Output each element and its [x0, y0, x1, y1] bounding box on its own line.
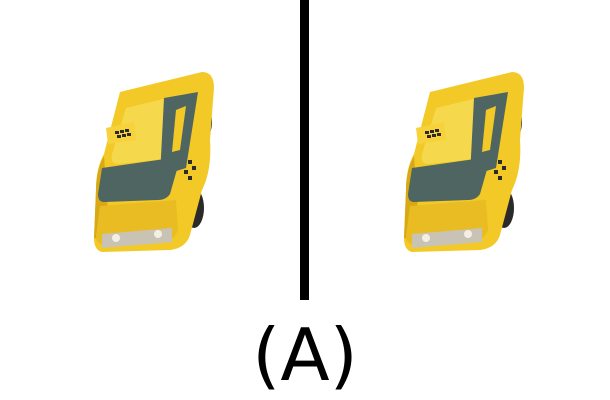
- taxi-car-icon-right: [404, 72, 524, 252]
- taxi-car-icon-left: [94, 72, 214, 252]
- vertical-divider: [300, 0, 309, 300]
- caption-label: (A): [252, 313, 358, 397]
